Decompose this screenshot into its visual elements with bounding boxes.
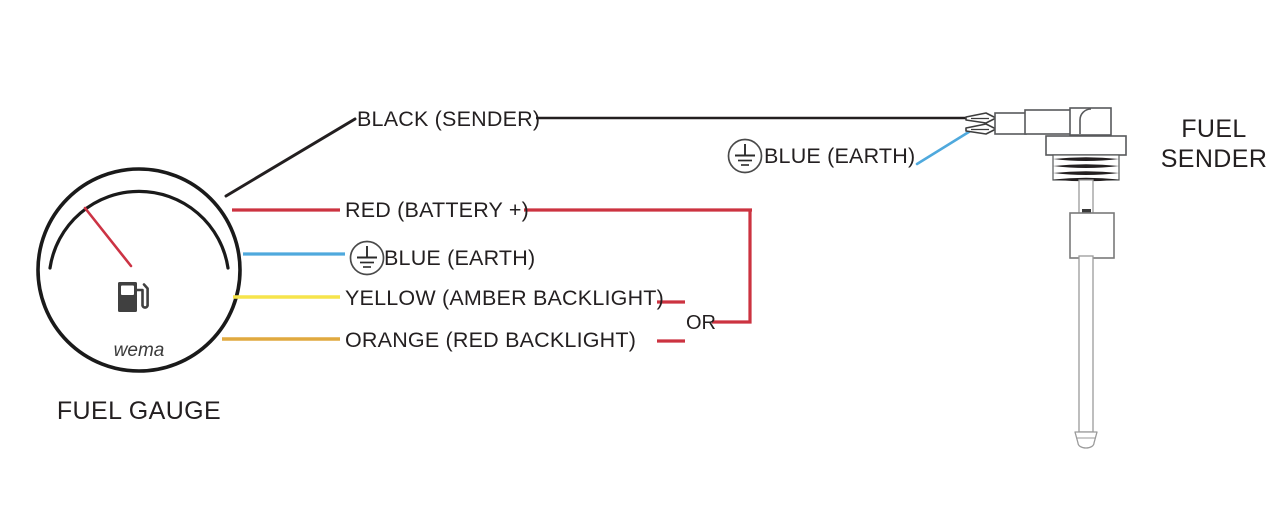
sender-float-body	[1069, 212, 1115, 259]
earth-symbol-sender	[727, 138, 763, 174]
sender-terminal-lower	[965, 123, 997, 135]
sender-mounting-flange	[1045, 135, 1127, 156]
black-sender-label: BLACK (SENDER)	[357, 107, 540, 131]
gauge-dial-arc	[48, 189, 230, 270]
sender-stem-end-cap	[1074, 431, 1098, 449]
fuel-sender-group[interactable]: FUEL SENDER	[965, 107, 1268, 449]
wire-orange-red[interactable]: ORANGE (RED BACKLIGHT)	[222, 328, 685, 352]
blue-earth-sender-label: BLUE (EARTH)	[764, 144, 915, 168]
yellow-amber-label: YELLOW (AMBER BACKLIGHT)	[345, 286, 664, 310]
blue-earth-sender-lead	[915, 128, 974, 166]
sender-stem-lower	[1078, 255, 1094, 433]
earth-symbol-gauge	[349, 240, 385, 276]
orange-red-label: ORANGE (RED BACKLIGHT)	[345, 328, 636, 352]
red-battery-branch-to-or	[712, 210, 752, 324]
sender-elbow-detail	[1079, 108, 1092, 134]
gauge-brand-label: wema	[114, 340, 165, 361]
sender-cap-block	[1069, 107, 1112, 136]
red-battery-label: RED (BATTERY +)	[345, 198, 529, 222]
black-sender-lead-diagonal	[224, 117, 357, 198]
fuel-sender-caption-line2: SENDER	[1161, 145, 1268, 173]
wire-black-sender[interactable]: BLACK (SENDER)	[224, 107, 968, 198]
or-junction-label: OR	[686, 312, 716, 334]
wire-blue-earth-gauge[interactable]: BLUE (EARTH)	[243, 240, 535, 276]
gauge-needle	[83, 206, 133, 268]
wire-yellow-amber[interactable]: YELLOW (AMBER BACKLIGHT)	[233, 286, 685, 310]
gauge-outer-bezel	[36, 167, 242, 373]
wire-red-battery[interactable]: RED (BATTERY +)	[232, 198, 752, 324]
sender-terminal-sleeve	[994, 112, 1027, 135]
sender-neck-body	[1024, 109, 1072, 135]
fuel-sender-caption-line1: FUEL	[1181, 115, 1247, 143]
fuel-gauge-group[interactable]: wema FUEL GAUGE	[36, 167, 242, 425]
wire-blue-earth-sender[interactable]: BLUE (EARTH)	[727, 128, 974, 174]
sender-terminal-upper	[965, 112, 997, 124]
fuel-pump-icon	[118, 282, 149, 312]
blue-earth-gauge-label: BLUE (EARTH)	[384, 246, 535, 270]
sender-float-tab	[1082, 209, 1091, 214]
fuel-gauge-caption: FUEL GAUGE	[57, 397, 221, 425]
sender-threaded-section	[1052, 154, 1120, 182]
